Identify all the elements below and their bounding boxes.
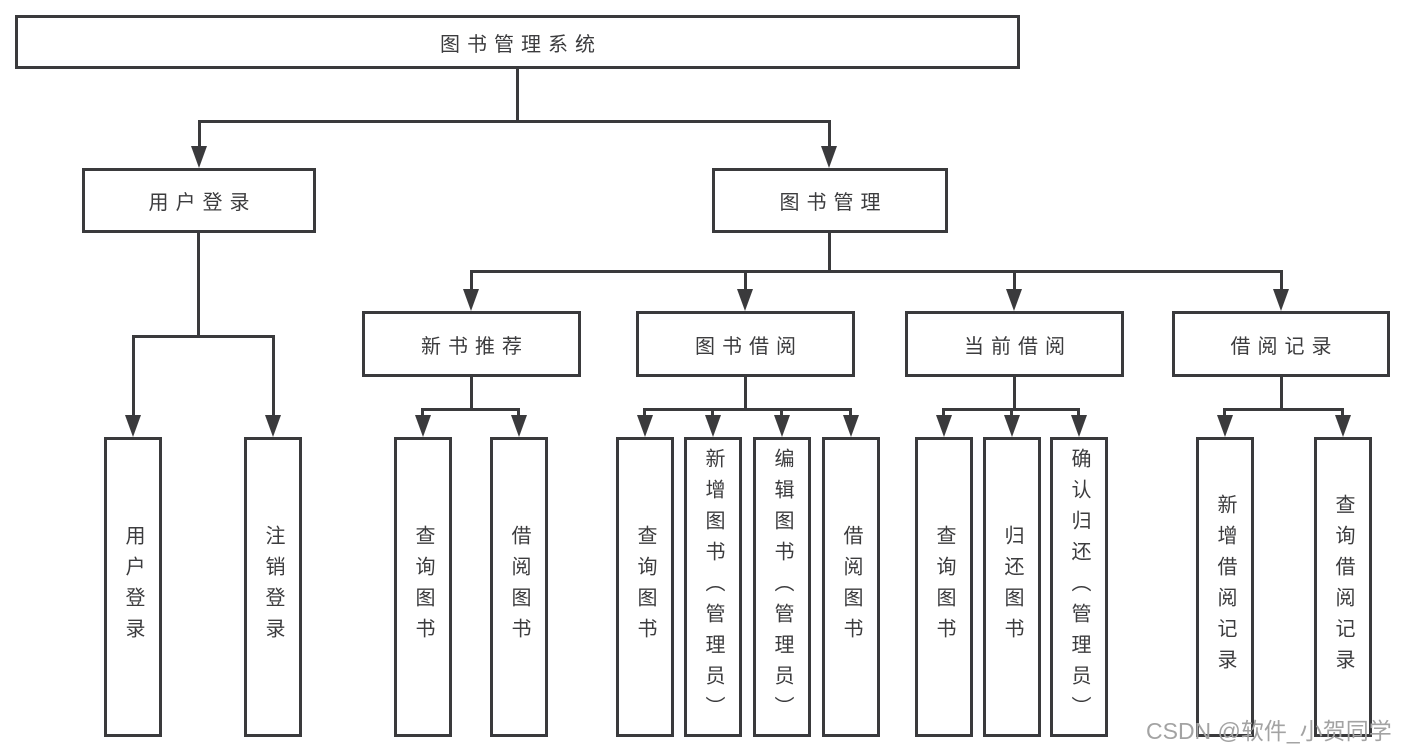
- connector-drop-leaf-logout: [272, 335, 275, 417]
- connector-drop-book-borrow: [744, 270, 747, 291]
- connector-drop: [849, 408, 852, 417]
- connector-root-hbar: [198, 120, 831, 123]
- connector-book-borrow-hbar: [643, 408, 852, 411]
- connector-drop: [421, 408, 424, 417]
- connector-borrow-record-stem: [1280, 377, 1283, 408]
- arrow-down-icon: [511, 415, 527, 437]
- connector-user-login-hbar: [132, 335, 275, 338]
- connector-drop-new-book: [470, 270, 473, 291]
- connector-drop-borrow-record: [1280, 270, 1283, 291]
- connector-drop-user-login: [198, 120, 201, 148]
- leaf-borrow-book: 借阅图书: [822, 437, 880, 737]
- arrow-down-icon: [1071, 415, 1087, 437]
- arrow-down-icon: [737, 289, 753, 311]
- arrow-down-icon: [1335, 415, 1351, 437]
- connector-new-book-stem: [470, 377, 473, 408]
- node-book-borrow: 图书借阅: [636, 311, 855, 377]
- arrow-down-icon: [415, 415, 431, 437]
- node-new-book-recommend: 新书推荐: [362, 311, 581, 377]
- arrow-down-icon: [821, 146, 837, 168]
- connector-drop: [1010, 408, 1013, 417]
- connector-drop: [942, 408, 945, 417]
- connector-drop: [1341, 408, 1344, 417]
- arrow-down-icon: [774, 415, 790, 437]
- arrow-down-icon: [1273, 289, 1289, 311]
- arrow-down-icon: [637, 415, 653, 437]
- connector-drop-leaf-user-login: [132, 335, 135, 417]
- node-borrow-record: 借阅记录: [1172, 311, 1390, 377]
- connector-root-stem: [516, 69, 519, 120]
- arrow-down-icon: [1006, 289, 1022, 311]
- connector-drop-current-borrow: [1013, 270, 1016, 291]
- arrow-down-icon: [191, 146, 207, 168]
- leaf-edit-book-admin: 编辑图书（管理员）: [753, 437, 811, 737]
- arrow-down-icon: [463, 289, 479, 311]
- leaf-logout-login: 注销登录: [244, 437, 302, 737]
- node-book-management: 图书管理: [712, 168, 948, 233]
- arrow-down-icon: [705, 415, 721, 437]
- connector-drop: [711, 408, 714, 417]
- leaf-query-book-recommend: 查询图书: [394, 437, 452, 737]
- leaf-add-book-admin: 新增图书（管理员）: [684, 437, 742, 737]
- arrow-down-icon: [1004, 415, 1020, 437]
- arrow-down-icon: [843, 415, 859, 437]
- connector-drop: [1223, 408, 1226, 417]
- connector-drop-book-management: [828, 120, 831, 148]
- connector-drop: [643, 408, 646, 417]
- arrow-down-icon: [125, 415, 141, 437]
- leaf-query-book-borrow: 查询图书: [616, 437, 674, 737]
- leaf-user-login: 用户登录: [104, 437, 162, 737]
- csdn-watermark: CSDN @软件_小贺同学: [1146, 718, 1392, 744]
- connector-new-book-hbar: [421, 408, 520, 411]
- node-library-management-system: 图书管理系统: [15, 15, 1020, 69]
- leaf-return-book: 归还图书: [983, 437, 1041, 737]
- leaf-borrow-book-recommend: 借阅图书: [490, 437, 548, 737]
- connector-book-borrow-stem: [744, 377, 747, 408]
- leaf-confirm-return-admin: 确认归还（管理员）: [1050, 437, 1108, 737]
- arrow-down-icon: [936, 415, 952, 437]
- connector-drop: [517, 408, 520, 417]
- connector-current-borrow-stem: [1013, 377, 1016, 408]
- connector-drop: [1077, 408, 1080, 417]
- node-current-borrow: 当前借阅: [905, 311, 1124, 377]
- connector-user-login-stem: [197, 233, 200, 335]
- connector-drop: [780, 408, 783, 417]
- connector-book-management-stem: [828, 233, 831, 270]
- arrow-down-icon: [265, 415, 281, 437]
- node-user-login: 用户登录: [82, 168, 316, 233]
- leaf-query-borrow-record: 查询借阅记录: [1314, 437, 1372, 737]
- arrow-down-icon: [1217, 415, 1233, 437]
- connector-borrow-record-hbar: [1223, 408, 1344, 411]
- leaf-query-book-current: 查询图书: [915, 437, 973, 737]
- connector-book-management-hbar: [470, 270, 1283, 273]
- leaf-add-borrow-record: 新增借阅记录: [1196, 437, 1254, 737]
